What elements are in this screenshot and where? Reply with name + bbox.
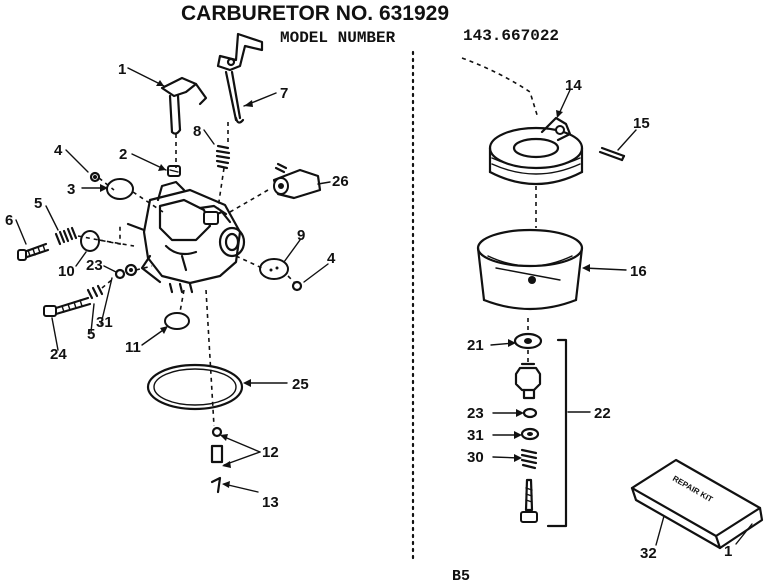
callout-8: 8 — [193, 123, 201, 140]
callout-32: 32 — [640, 545, 657, 562]
callout-5-upper: 5 — [34, 195, 42, 212]
bowl-top-part — [488, 116, 584, 186]
callout-31-right: 31 — [467, 427, 484, 444]
spring-part-30 — [520, 448, 538, 470]
callout-7: 7 — [280, 85, 288, 102]
callout-9: 9 — [297, 227, 305, 244]
spring-part-5-lower — [86, 284, 104, 300]
page-code: B5 — [452, 568, 470, 585]
callout-leaders — [15, 67, 753, 546]
callout-14: 14 — [565, 77, 582, 94]
callout-15: 15 — [633, 115, 650, 132]
callout-4-right: 4 — [327, 250, 336, 267]
callout-numbers: 1 2 3 4 4 5 5 6 7 8 9 10 11 12 13 14 15 … — [5, 61, 732, 562]
callout-30: 30 — [467, 449, 484, 466]
washer-part-31-right — [520, 427, 540, 441]
washer-part-23-right — [522, 407, 538, 419]
callout-2: 2 — [119, 146, 127, 163]
right-alignment-lines — [461, 57, 539, 362]
callout-13: 13 — [262, 494, 279, 511]
idle-screw-part — [17, 242, 50, 261]
bowl-nut-part — [514, 362, 542, 400]
throttle-shaft-part — [160, 76, 208, 135]
washer-part-23-left — [114, 268, 126, 280]
callout-22: 22 — [594, 405, 611, 422]
float-bowl-part — [476, 228, 584, 311]
needle-seat-part — [210, 426, 224, 464]
callout-23-left: 23 — [86, 257, 103, 274]
choke-plate-part — [259, 258, 289, 280]
diagram-title: CARBURETOR NO. 631929 — [181, 2, 449, 25]
washer-part-31-left — [124, 263, 138, 277]
washer-part-21 — [513, 332, 543, 350]
callout-16: 16 — [630, 263, 647, 280]
callout-10: 10 — [58, 263, 75, 280]
callout-26: 26 — [332, 173, 349, 190]
callout-4-upper: 4 — [54, 142, 63, 159]
pin-part-15 — [598, 146, 626, 162]
screw-part-2 — [167, 165, 181, 177]
left-alignment-lines — [77, 122, 295, 427]
callout-31-left: 31 — [96, 314, 113, 331]
callout-23-right: 23 — [467, 405, 484, 422]
clip-part-13 — [210, 476, 222, 494]
callout-1: 1 — [118, 61, 126, 78]
idle-spring-part — [54, 226, 78, 246]
welch-plug-part — [80, 230, 100, 252]
o-ring-part — [146, 363, 244, 411]
callout-3: 3 — [67, 181, 75, 198]
model-number-label: MODEL NUMBER — [280, 29, 396, 47]
model-number-value: 143.667022 — [463, 27, 559, 45]
spring-part-8 — [215, 144, 231, 170]
choke-rod-part — [216, 32, 264, 124]
plug-part-11 — [164, 312, 190, 330]
callout-24: 24 — [50, 346, 67, 363]
callout-5-lower: 5 — [87, 326, 95, 343]
callout-21: 21 — [467, 337, 484, 354]
callout-12: 12 — [262, 444, 279, 461]
needle-part-24 — [43, 296, 92, 317]
throttle-plate-part — [106, 178, 134, 200]
fuel-fitting-part — [272, 162, 322, 200]
screw-part-4-upper — [89, 171, 101, 183]
callout-6: 6 — [5, 212, 13, 229]
callout-1-kit: 1 — [724, 543, 732, 560]
needle-jet-part — [520, 478, 538, 523]
callout-11: 11 — [125, 339, 141, 356]
carburetor-body — [126, 180, 246, 294]
callout-25: 25 — [292, 376, 309, 393]
assembly-bracket-22 — [546, 338, 568, 528]
screw-part-4-right — [291, 280, 303, 292]
